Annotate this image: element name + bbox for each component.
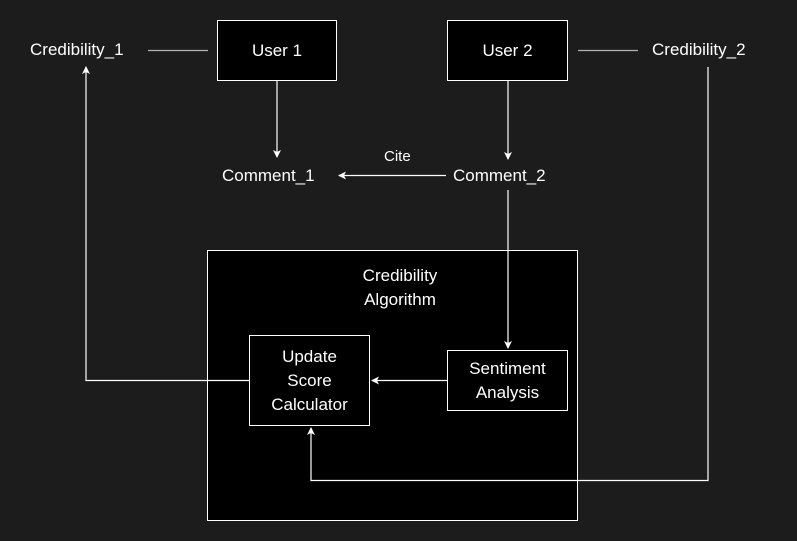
arrow-calculator-to-credibility1 bbox=[82, 66, 249, 382]
comment2-label: Comment_2 bbox=[453, 166, 546, 185]
credibility1-label: Credibility_1 bbox=[30, 40, 124, 59]
arrow-credibility2-to-calculator bbox=[307, 67, 709, 482]
comment1-label: Comment_1 bbox=[222, 166, 315, 185]
sentiment-analysis-box: Sentiment Analysis bbox=[447, 350, 568, 411]
credibility2-label: Credibility_2 bbox=[652, 40, 746, 59]
user2-box: User 2 bbox=[447, 20, 568, 81]
cite-label: Cite bbox=[384, 148, 411, 165]
credibility-algorithm-title: Credibility Algorithm bbox=[362, 266, 438, 309]
user1-label: User 1 bbox=[251, 40, 303, 60]
user1-box: User 1 bbox=[217, 20, 337, 81]
user2-label: User 2 bbox=[482, 40, 533, 60]
update-score-calculator-label: Update Score Calculator bbox=[271, 346, 348, 414]
sentiment-analysis-label: Sentiment Analysis bbox=[469, 358, 546, 402]
update-score-calculator-box: Update Score Calculator bbox=[249, 335, 370, 426]
